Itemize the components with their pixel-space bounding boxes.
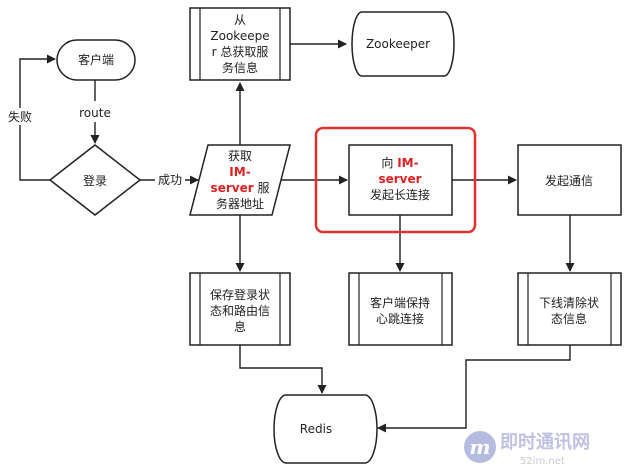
offline-node [517, 272, 622, 346]
redis-label: Redis [300, 422, 332, 436]
watermark-url: 52im.net [520, 456, 565, 467]
zk-fetch-line-4: 务信息 [222, 60, 258, 75]
save-login-line-3: 息 [234, 319, 246, 334]
zk-fetch-line-1: 从 [234, 13, 246, 27]
watermark: m 即时通讯网 52im.net [464, 431, 590, 467]
client-node [56, 39, 136, 81]
get-address-server-highlight: server [211, 181, 254, 195]
connect-im-highlight: IM- [397, 156, 418, 170]
connect-line-3: 发起长连接 [370, 187, 430, 202]
highlight-frame [314, 126, 477, 234]
zookeeper-label: Zookeeper [366, 37, 430, 51]
watermark-logo-letter: m [469, 435, 490, 459]
connect-line-1: 向 IM- [381, 155, 418, 170]
offline-line-2: 态信息 [551, 311, 587, 326]
get-address-node [189, 144, 291, 216]
zookeeper-storage [351, 11, 455, 77]
zk-fetch-line-2: Zookeepe [210, 29, 269, 43]
login-decision [48, 144, 142, 216]
connect-node [348, 144, 453, 216]
communicate-node [517, 144, 622, 216]
get-address-line-4: 务器地址 [216, 196, 264, 211]
heartbeat-line-1: 客户端保持 [370, 295, 430, 310]
save-login-node [189, 272, 291, 346]
get-address-line-2: IM- [229, 165, 250, 179]
edge-label-fail: 失败 [8, 109, 32, 124]
edge-label-success: 成功 [158, 173, 182, 187]
redis-storage [273, 394, 378, 464]
offline-line-1: 下线清除状 [539, 295, 599, 310]
get-address-line-3: server 服 [211, 181, 270, 195]
connect-line-2: server [378, 172, 421, 186]
edge-offline-redis [377, 345, 571, 433]
edge-save-redis [239, 345, 327, 394]
edge-label-route: route [79, 106, 111, 120]
zk-fetch-node [189, 7, 291, 81]
save-login-line-2: 态和路由信 [210, 303, 270, 318]
communicate-label: 发起通信 [545, 173, 593, 188]
heartbeat-node [348, 272, 453, 346]
get-address-line-1: 获取 [228, 149, 252, 163]
connect-prefix: 向 [381, 155, 397, 170]
heartbeat-line-2: 心跳连接 [376, 311, 424, 326]
get-address-suffix: 服 [254, 181, 270, 195]
save-login-line-1: 保存登录状 [210, 287, 270, 302]
login-label: 登录 [83, 173, 107, 188]
client-label: 客户端 [78, 52, 114, 67]
watermark-logo [464, 431, 496, 463]
watermark-brand: 即时通讯网 [500, 432, 590, 453]
zk-fetch-line-3: r 总获取服 [212, 45, 269, 59]
